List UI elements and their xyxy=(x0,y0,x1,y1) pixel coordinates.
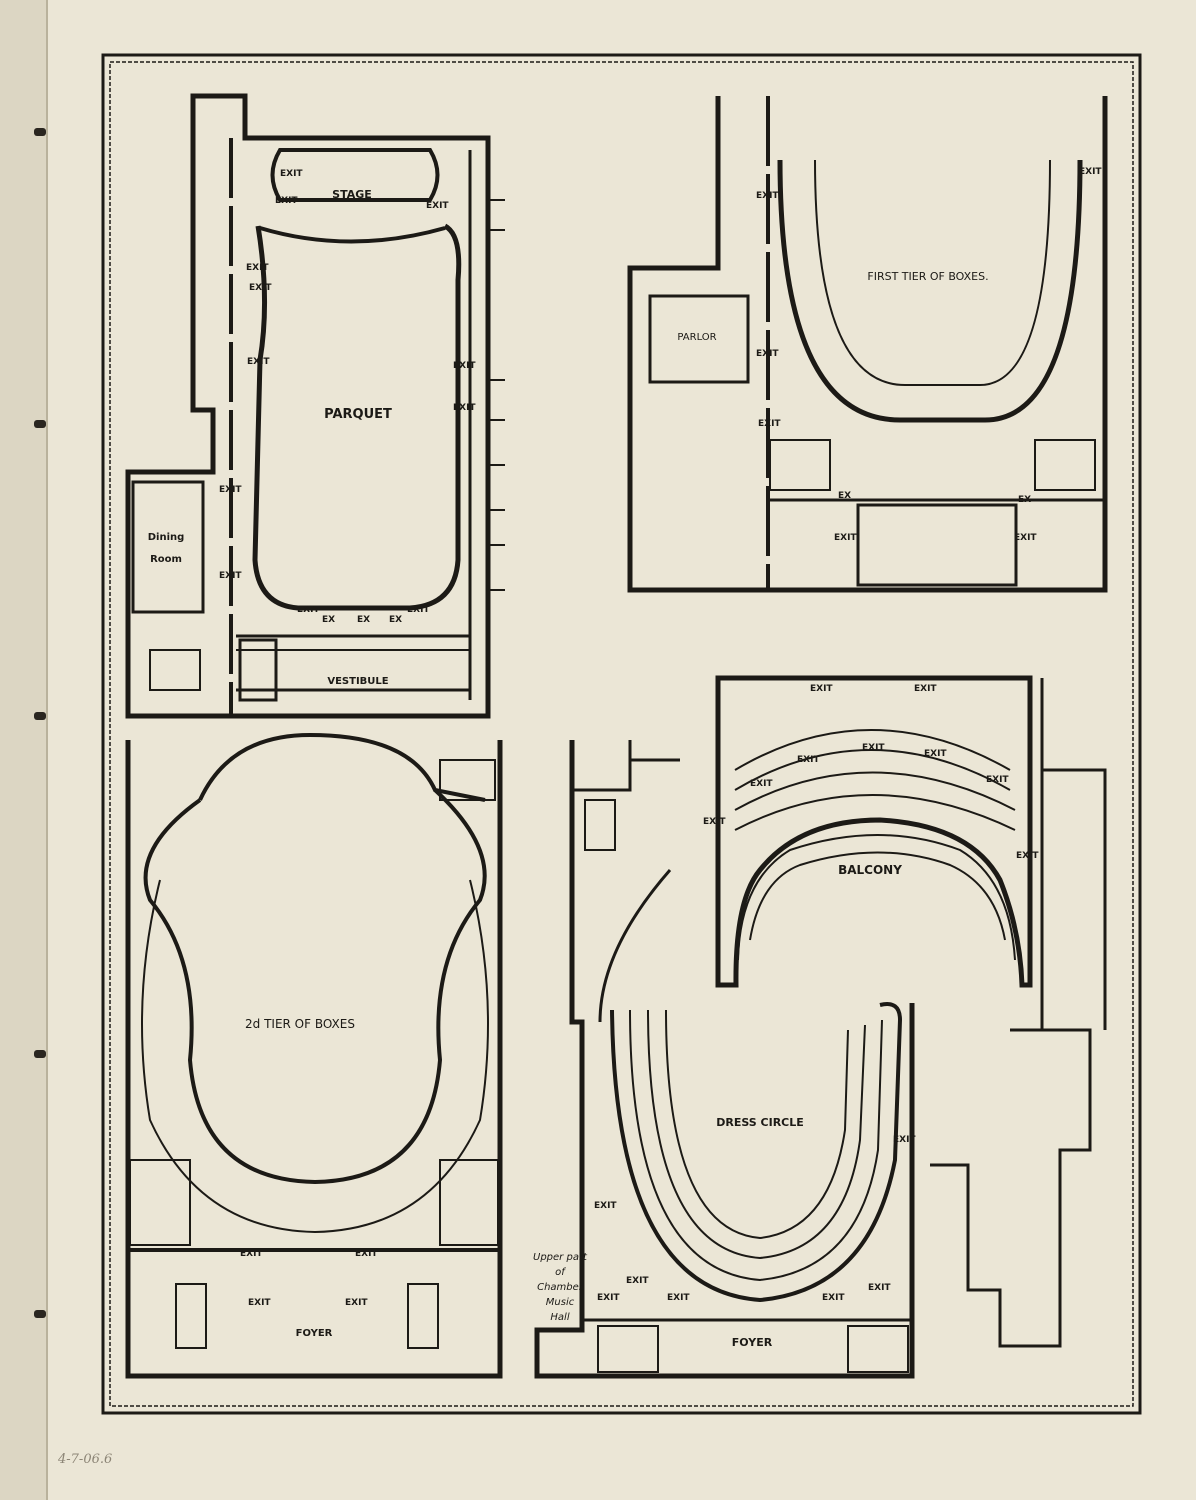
chamber-music-hall-note: Upper part of Chamber Music Hall xyxy=(533,1252,588,1323)
stage-label: STAGE xyxy=(332,188,372,201)
svg-text:EXIT: EXIT xyxy=(893,1135,916,1145)
outer-border xyxy=(101,53,1142,1415)
exit-label: EXIT xyxy=(407,605,430,615)
svg-text:EXIT: EXIT xyxy=(822,1293,845,1303)
svg-text:EXIT: EXIT xyxy=(750,779,773,789)
svg-text:EXIT: EXIT xyxy=(594,1201,617,1211)
ex-label: EX xyxy=(357,615,370,625)
exit-label: EXIT xyxy=(247,357,270,367)
pencil-note: 4-7-06.6 xyxy=(58,1452,113,1467)
svg-text:EXIT: EXIT xyxy=(597,1293,620,1303)
parquet-exits: EXIT EXIT EXIT EXIT EXIT EXIT EXIT EXIT … xyxy=(219,169,476,625)
dress-circle-plan xyxy=(534,740,915,1379)
foyer-left-label: FOYER xyxy=(296,1328,333,1339)
parquet-label: PARQUET xyxy=(324,407,392,422)
exit-label: EXIT xyxy=(219,571,242,581)
first-tier-label: FIRST TIER OF BOXES. xyxy=(867,270,988,283)
svg-text:Upper part: Upper part xyxy=(533,1252,588,1263)
svg-text:EXIT: EXIT xyxy=(924,749,947,759)
balcony-label: BALCONY xyxy=(838,863,902,877)
second-tier-exits: EXIT EXIT EXIT EXIT xyxy=(240,1249,378,1308)
svg-text:Music: Music xyxy=(546,1297,575,1308)
second-tier-plan xyxy=(125,732,503,1379)
dining-room-label-1: Dining xyxy=(148,532,185,543)
svg-text:EXIT: EXIT xyxy=(834,533,857,543)
exit-label: EXIT xyxy=(246,263,269,273)
exit-label: EXIT xyxy=(297,605,320,615)
first-tier-exits: EXIT EXIT EXIT EXIT EXIT EXIT EX EX xyxy=(756,167,1102,543)
binding-pin xyxy=(34,128,46,136)
svg-text:EXIT: EXIT xyxy=(667,1293,690,1303)
binding-pin xyxy=(34,1050,46,1058)
svg-text:EXIT: EXIT xyxy=(1079,167,1102,177)
svg-text:EXIT: EXIT xyxy=(1016,851,1039,861)
exit-label: EXIT xyxy=(426,201,449,211)
svg-text:EX: EX xyxy=(838,491,851,501)
binding-pin xyxy=(34,420,46,428)
ex-label: EX xyxy=(322,615,335,625)
svg-text:of: of xyxy=(555,1267,566,1278)
svg-text:EXIT: EXIT xyxy=(355,1249,378,1259)
svg-text:EXIT: EXIT xyxy=(756,349,779,359)
foyer-right-label: FOYER xyxy=(732,1336,773,1349)
svg-text:EXIT: EXIT xyxy=(868,1283,891,1293)
svg-text:EXIT: EXIT xyxy=(810,684,833,694)
exit-label: EXIT xyxy=(280,169,303,179)
exit-label: EXIT xyxy=(275,196,298,206)
exit-label: EXIT xyxy=(249,283,272,293)
svg-text:Hall: Hall xyxy=(550,1312,569,1323)
svg-text:EXIT: EXIT xyxy=(1014,533,1037,543)
exit-label: EXIT xyxy=(219,485,242,495)
binding-pin xyxy=(34,1310,46,1318)
svg-text:EX: EX xyxy=(1018,495,1031,505)
dining-room-label-2: Room xyxy=(150,554,182,565)
inner-border xyxy=(109,61,1134,1407)
parlor-label: PARLOR xyxy=(677,332,716,343)
exit-label: EXIT xyxy=(453,403,476,413)
svg-text:EXIT: EXIT xyxy=(756,191,779,201)
svg-text:EXIT: EXIT xyxy=(758,419,781,429)
second-tier-label: 2d TIER OF BOXES xyxy=(245,1017,355,1031)
dress-circle-label: DRESS CIRCLE xyxy=(716,1116,804,1129)
vestibule-label: VESTIBULE xyxy=(327,676,388,687)
svg-text:EXIT: EXIT xyxy=(248,1298,271,1308)
svg-text:EXIT: EXIT xyxy=(703,817,726,827)
svg-text:EXIT: EXIT xyxy=(862,743,885,753)
svg-text:EXIT: EXIT xyxy=(986,775,1009,785)
svg-text:EXIT: EXIT xyxy=(914,684,937,694)
svg-text:EXIT: EXIT xyxy=(345,1298,368,1308)
exit-label: EXIT xyxy=(453,361,476,371)
parquet-plan xyxy=(125,93,505,719)
balcony-plan xyxy=(715,675,1107,1348)
svg-text:EXIT: EXIT xyxy=(626,1276,649,1286)
ex-label: EX xyxy=(389,615,402,625)
svg-text:Chamber: Chamber xyxy=(537,1282,584,1293)
balcony-dress-circle-exits: EXIT EXIT EXIT EXIT EXIT EXIT EXIT EXIT … xyxy=(594,684,1039,1303)
svg-text:EXIT: EXIT xyxy=(240,1249,263,1259)
svg-text:EXIT: EXIT xyxy=(797,755,820,765)
binding-pin xyxy=(34,712,46,720)
binding-edge xyxy=(0,0,48,1500)
first-tier-plan xyxy=(627,96,1108,593)
